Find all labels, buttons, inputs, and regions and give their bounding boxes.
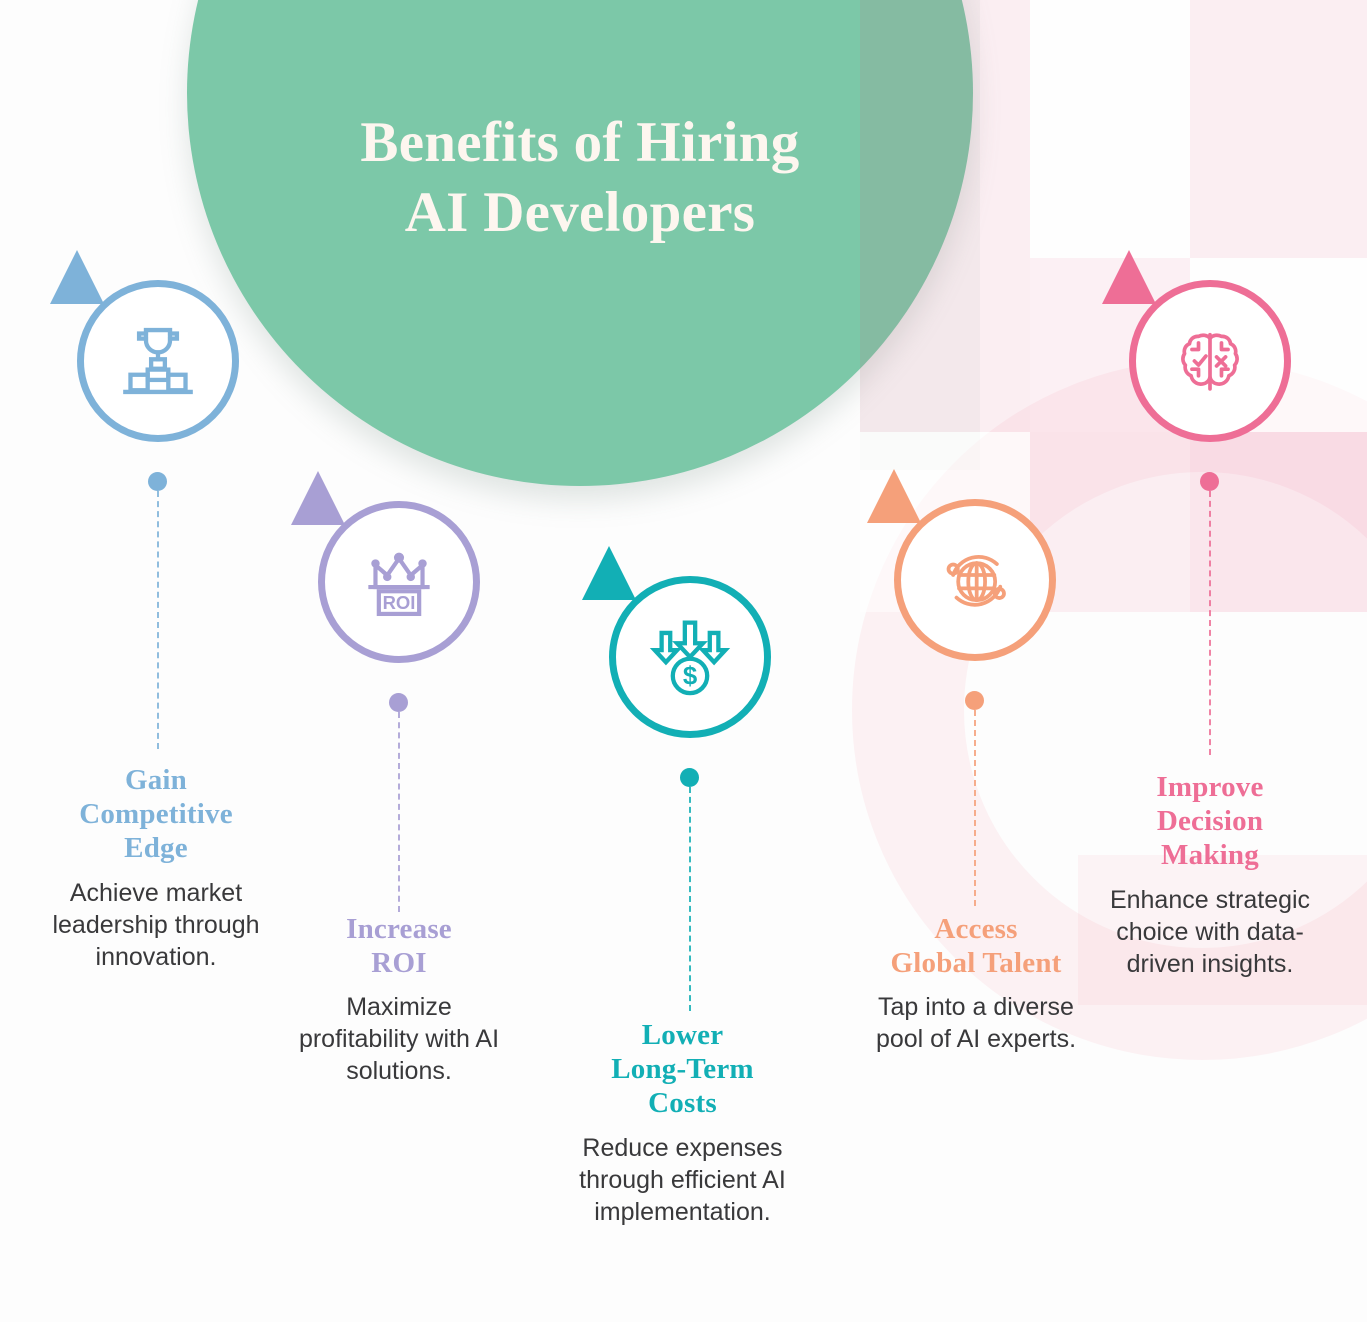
- connector-dashed-line: [974, 710, 976, 906]
- heading-line: Competitive: [79, 798, 233, 831]
- benefit-heading: Lower Long-Term Costs: [553, 1018, 812, 1121]
- heading-line: Global Talent: [890, 947, 1062, 980]
- title-line-1: Benefits of Hiring: [360, 111, 800, 174]
- benefit-text-lower-long-term-costs: Lower Long-Term Costs Reduce expenses th…: [553, 1018, 812, 1228]
- cross-icon: [1214, 355, 1228, 368]
- rose-tint-block-g: [1030, 432, 1367, 612]
- benefit-heading: Access Global Talent: [871, 912, 1081, 980]
- heading-line: Increase: [346, 913, 452, 945]
- connector-dashed-line: [1209, 491, 1211, 755]
- heading-line: Costs: [648, 1087, 717, 1120]
- brain-check-cross-icon: [1181, 332, 1239, 391]
- heading-line: Decision: [1156, 805, 1264, 838]
- icon-bubble: [1129, 280, 1291, 442]
- icon-bubble: [77, 280, 239, 442]
- globe-network-icon: [946, 554, 1006, 607]
- roi-icon-label: ROI: [383, 592, 416, 613]
- heading-line: Improve: [1156, 771, 1264, 803]
- connector-dot: [1200, 472, 1219, 491]
- rose-tint-block-h: [1190, 432, 1367, 612]
- pin-marker-icon: [50, 250, 104, 304]
- icon-bubble: $: [609, 576, 771, 738]
- benefit-text-improve-decision-making: Improve Decision Making Enhance strategi…: [1085, 770, 1335, 980]
- roi-chart-icon: ROI: [368, 552, 430, 617]
- benefit-description: Tap into a diverse pool of AI experts.: [875, 993, 1077, 1054]
- connector-dot: [680, 768, 699, 787]
- benefit-description: Reduce expenses through efficient AI imp…: [579, 1133, 786, 1226]
- benefit-heading: Gain Competitive Edge: [22, 763, 290, 866]
- icon-bubble: ROI: [318, 501, 480, 663]
- connector-dot: [148, 472, 167, 491]
- heading-line: ROI: [371, 947, 427, 980]
- pin-marker-icon: [867, 469, 921, 523]
- dollar-sign-icon: $: [683, 663, 697, 691]
- heading-line: Lower: [641, 1019, 724, 1051]
- heading-line: Long-Term: [611, 1053, 754, 1086]
- pin-marker-icon: [291, 471, 345, 525]
- benefit-heading: Increase ROI: [288, 912, 510, 980]
- connector-dashed-line: [157, 491, 159, 749]
- benefit-description: Achieve market leadership through innova…: [52, 878, 260, 971]
- checkmark-icon: [1192, 354, 1208, 367]
- connector-dot: [389, 693, 408, 712]
- title-line-2: AI Developers: [404, 180, 756, 244]
- heading-line: Edge: [124, 832, 188, 865]
- rose-tint-block-b: [1030, 0, 1190, 258]
- benefit-description: Enhance strategic choice with data-drive…: [1109, 885, 1311, 978]
- heading-line: Gain: [124, 764, 188, 796]
- trophy-podium-icon: [123, 327, 193, 395]
- benefit-text-access-global-talent: Access Global Talent Tap into a diverse …: [871, 912, 1081, 1055]
- heading-line: Making: [1161, 839, 1259, 872]
- connector-dashed-line: [689, 787, 691, 1011]
- heading-line: Access: [934, 913, 1018, 945]
- green-tint-overlay: [860, 0, 980, 470]
- benefit-description: Maximize profitability with AI solutions…: [298, 993, 500, 1086]
- benefit-text-gain-competitive-edge: Gain Competitive Edge Achieve market lea…: [22, 763, 290, 973]
- page-title: Benefits of Hiring AI Developers: [287, 108, 873, 247]
- benefit-text-increase-roi: Increase ROI Maximize profitability with…: [288, 912, 510, 1087]
- pin-marker-icon: [1102, 250, 1156, 304]
- rose-tint-block-c: [1190, 0, 1367, 258]
- pin-marker-icon: [582, 546, 636, 600]
- rose-tint-block-a: [860, 0, 1030, 432]
- cost-reduction-arrows-dollar-icon: $: [649, 620, 731, 696]
- connector-dashed-line: [398, 712, 400, 912]
- connector-dot: [965, 691, 984, 710]
- benefit-heading: Improve Decision Making: [1085, 770, 1335, 873]
- icon-bubble: [894, 499, 1056, 661]
